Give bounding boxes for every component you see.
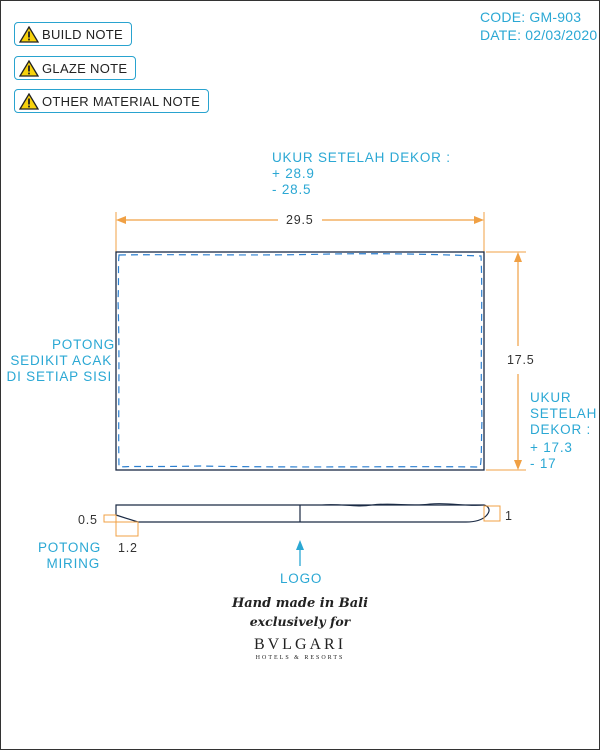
drawing-code: CODE: GM-903 (480, 9, 582, 25)
bevel-label: 1.2 (118, 541, 138, 555)
right-annotation-line5: - 17 (530, 456, 557, 471)
right-annotation-line2: SETELAH (530, 406, 598, 421)
top-annotation-minus: - 28.5 (272, 182, 312, 197)
handmade-text: Hand made in Bali (231, 596, 369, 611)
logo-label: LOGO (280, 571, 323, 586)
right-annotation-line3: DEKOR : (530, 422, 592, 437)
glaze-note-button[interactable]: GLAZE NOTE (14, 56, 137, 80)
drawing-date: DATE: 02/03/2020 (480, 27, 598, 43)
build-note-button[interactable]: BUILD NOTE (14, 22, 133, 46)
brand-subtitle: HOTELS & RESORTS (255, 655, 345, 661)
height-dimension (486, 251, 526, 471)
right-thickness-label: 1 (505, 509, 513, 523)
glaze-note-label: GLAZE NOTE (42, 60, 128, 76)
warning-icon (19, 92, 39, 110)
right-annotation-line4: + 17.3 (530, 440, 573, 455)
thickness-label: 0.5 (78, 513, 98, 527)
width-dimension-label: 29.5 (286, 213, 314, 227)
other-material-note-label: OTHER MATERIAL NOTE (42, 93, 201, 109)
side-annotation-line1: POTONG (38, 540, 102, 555)
exclusively-text: exclusively for (249, 614, 351, 629)
brand-logo: BVLGARI (253, 636, 347, 653)
left-annotation-line3: DI SETIAP SISI (6, 369, 112, 384)
random-cut-line (117, 253, 483, 468)
other-material-note-button[interactable]: OTHER MATERIAL NOTE (14, 89, 210, 113)
build-note-label: BUILD NOTE (42, 26, 124, 42)
width-dimension (115, 212, 485, 252)
side-markers (103, 505, 501, 537)
side-annotation-line2: MIRING (46, 556, 100, 571)
tile-outline (115, 251, 485, 471)
logo-arrow (296, 540, 304, 566)
warning-icon (19, 25, 39, 43)
side-profile (115, 503, 490, 523)
top-annotation-title: UKUR SETELAH DEKOR : (272, 150, 451, 165)
height-dimension-label: 17.5 (507, 353, 535, 367)
warning-icon (19, 59, 39, 77)
left-annotation-line1: POTONG (52, 337, 116, 352)
left-annotation-line2: SEDIKIT ACAK (10, 353, 112, 368)
top-annotation-plus: + 28.9 (272, 166, 315, 181)
right-annotation-line1: UKUR (530, 390, 572, 405)
